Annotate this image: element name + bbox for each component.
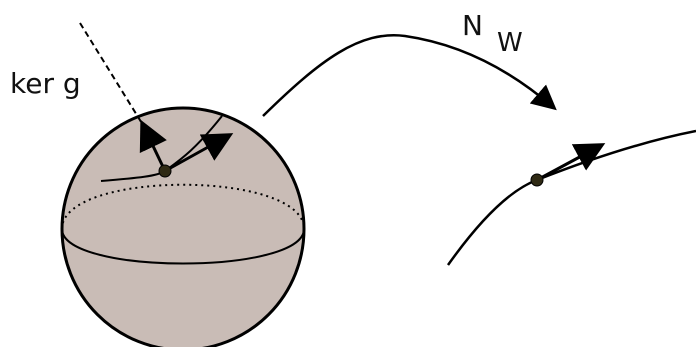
image-curve bbox=[446, 129, 696, 266]
sphere-equator-back bbox=[61, 183, 305, 230]
sphere bbox=[60, 106, 306, 347]
sphere-tangent-arrow bbox=[164, 133, 234, 173]
normal-vector-arrow bbox=[139, 119, 167, 172]
kernel-dashed-line bbox=[79, 22, 144, 126]
map-label-subscript: W bbox=[497, 28, 523, 58]
image-tangent-arrow bbox=[536, 143, 606, 182]
kernel-label: ker g bbox=[10, 67, 81, 100]
map-arrow bbox=[262, 34, 557, 117]
map-label-main: N bbox=[462, 9, 483, 42]
sphere-equator-front bbox=[61, 228, 305, 265]
sphere-point bbox=[158, 164, 172, 178]
image-point bbox=[530, 173, 544, 187]
